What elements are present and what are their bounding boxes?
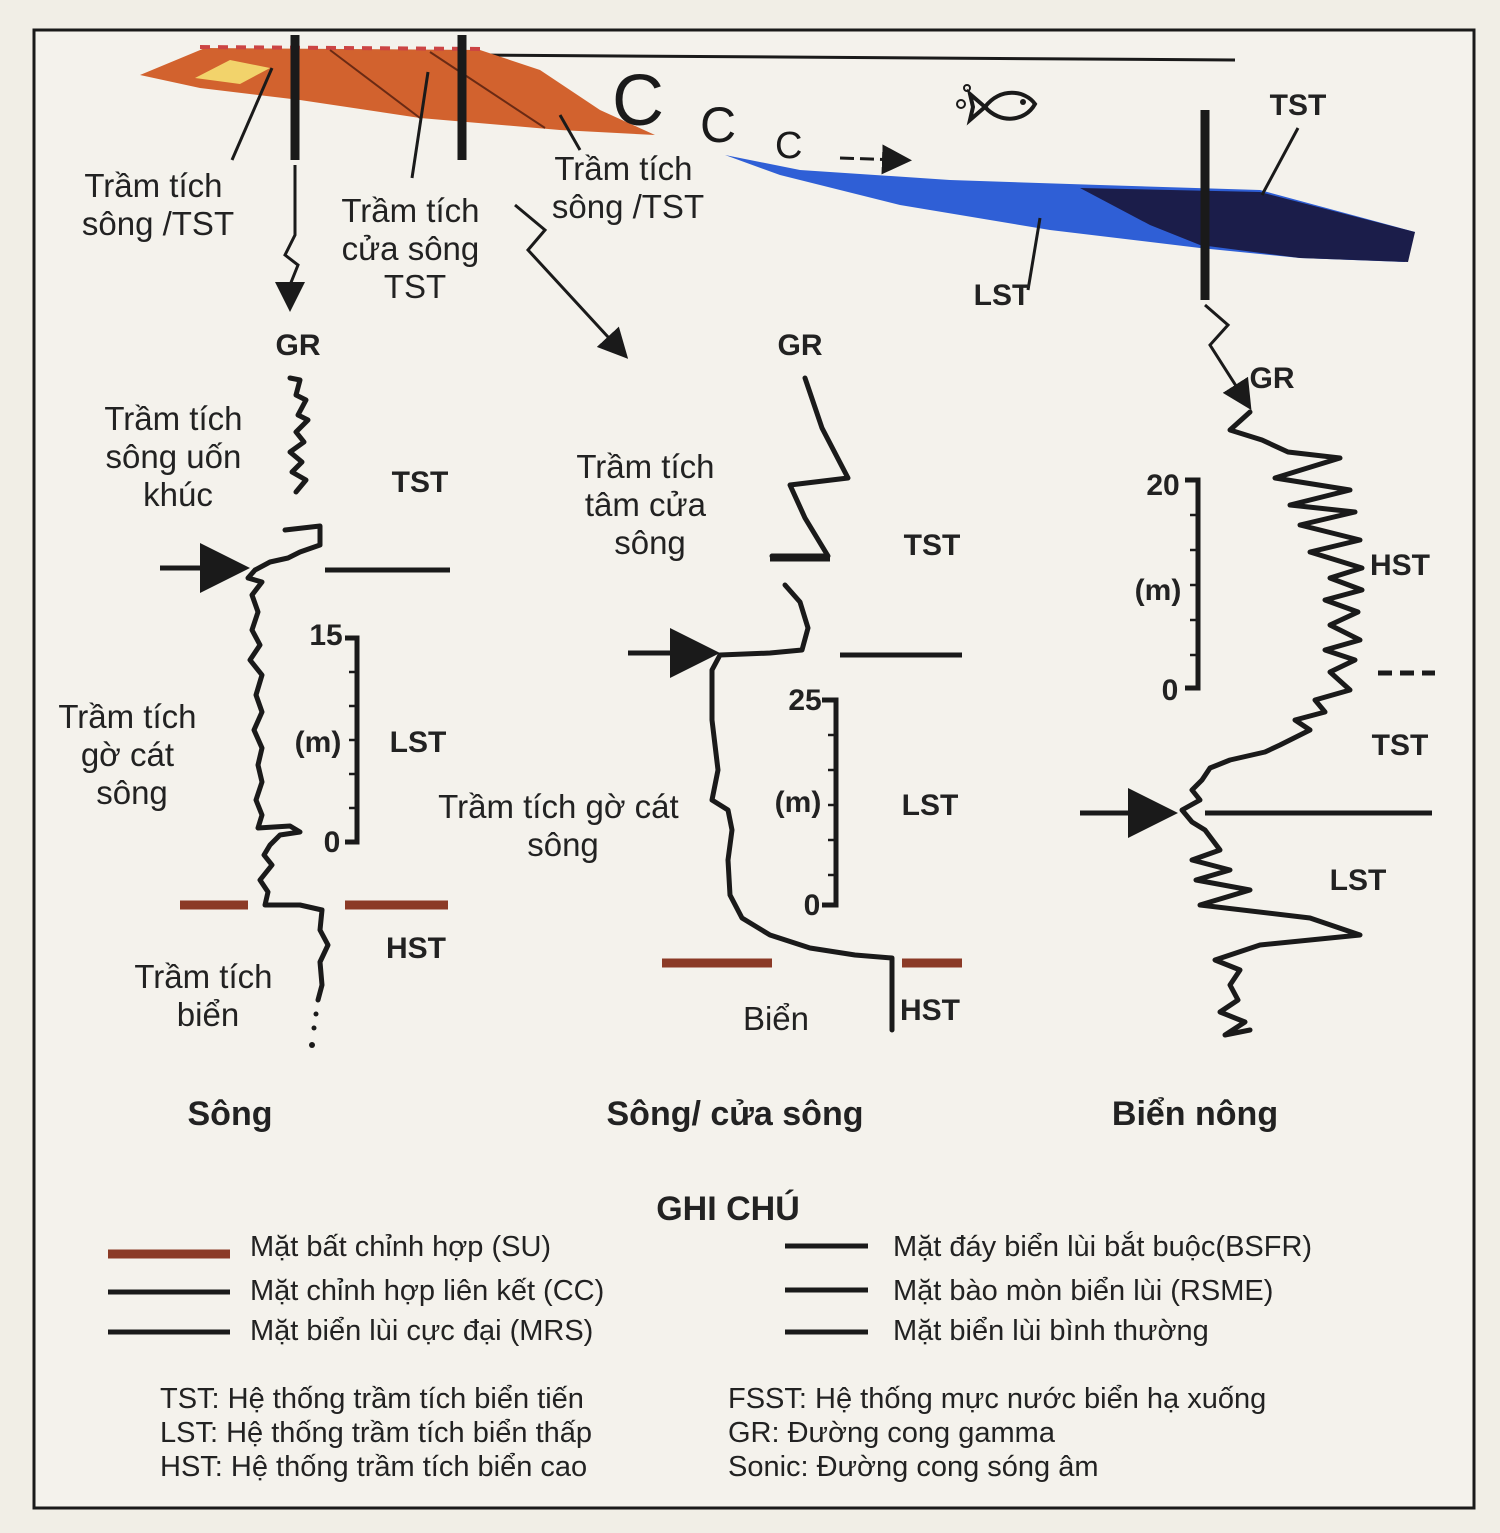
log-estuary: GR 25 (m) 0 TST LST HST Trầm tích tâm cử… xyxy=(438,329,962,1133)
legend-label-cc: Mặt chỉnh hợp liên kết (CC) xyxy=(250,1275,604,1307)
systems-tract-hst: HST xyxy=(1370,549,1430,582)
facies-lower: Trầm tích biển xyxy=(134,958,281,1033)
scale-unit: (m) xyxy=(1135,574,1182,607)
cross-section: C C C Trầm tích sông /TST Trầm tích cửa … xyxy=(82,35,1415,411)
scale-unit: (m) xyxy=(295,726,342,759)
systems-tract-tst: TST xyxy=(904,529,961,562)
label-estuary-tst: Trầm tích cửa sông TST xyxy=(341,192,488,305)
legend-label-normal: Mặt biển lùi bình thường xyxy=(893,1315,1209,1347)
gr-label: GR xyxy=(1250,362,1295,395)
wave-symbol-icon: C xyxy=(775,125,802,167)
fish-icon xyxy=(956,84,1038,126)
diagram-frame xyxy=(32,28,1476,1510)
river-internal-line xyxy=(329,49,421,119)
sea-level-line xyxy=(469,53,1236,62)
depth-scale xyxy=(822,697,839,908)
gr-curve xyxy=(709,375,895,1033)
scale-bottom: 0 xyxy=(804,889,821,922)
systems-tract-lst: LST xyxy=(1330,864,1387,897)
log-shallow-marine: GR 20 (m) 0 HST TST LST Biển nông xyxy=(1080,362,1435,1133)
log-river: GR 15 (m) 0 TST LST HST Trầm tích sông u… xyxy=(58,329,450,1133)
facies-middle: Trầm tích gờ cát sông xyxy=(438,788,688,863)
gr-label: GR xyxy=(276,329,321,362)
current-arrow xyxy=(839,144,912,175)
gr-curve xyxy=(245,375,331,1003)
legend: GHI CHÚ Mặt bất chỉnh hợp (SU) Mặt chỉnh… xyxy=(108,1190,1312,1483)
river-internal-line xyxy=(429,51,546,129)
systems-tract-tst: TST xyxy=(1372,729,1429,762)
facies-upper: Trầm tích tâm cửa sông xyxy=(576,448,723,561)
abbreviations-left: TST: Hệ thống trầm tích biển tiến LST: H… xyxy=(160,1383,600,1483)
systems-tract-tst: TST xyxy=(392,466,449,499)
label-top-lst: LST xyxy=(974,279,1031,312)
gr-label: GR xyxy=(778,329,823,362)
log-caption: Sông/ cửa sông xyxy=(607,1095,864,1133)
leader-line xyxy=(410,71,430,179)
river-deposit-wedge xyxy=(140,48,655,135)
wave-symbol-icon: C xyxy=(612,61,664,141)
scale-top: 20 xyxy=(1146,469,1179,502)
systems-tract-lst: LST xyxy=(902,789,959,822)
marine-dark-deposit xyxy=(1080,188,1415,262)
scale-top: 25 xyxy=(788,684,821,717)
wave-symbol-icon: C xyxy=(700,97,736,153)
zigzag-leader xyxy=(514,203,629,359)
facies-lower: Biển xyxy=(743,1000,809,1037)
label-river-tst-left: Trầm tích sông /TST xyxy=(82,167,234,242)
facies-middle: Trầm tích gờ cát sông xyxy=(58,698,205,811)
label-river-tst-right: Trầm tích sông /TST xyxy=(552,150,704,225)
zigzag-leader xyxy=(275,165,305,312)
legend-label-rsme: Mặt bào mòn biển lùi (RSME) xyxy=(893,1275,1273,1307)
leader-line xyxy=(1260,127,1300,196)
sand-lens xyxy=(195,60,270,84)
leader-line xyxy=(230,67,274,161)
leader-line xyxy=(1026,217,1042,291)
abbreviations-right: FSST: Hệ thống mực nước biển hạ xuống GR… xyxy=(728,1383,1274,1483)
scale-unit: (m) xyxy=(775,786,822,819)
log-caption: Sông xyxy=(188,1095,273,1133)
scale-bottom: 0 xyxy=(1162,674,1179,707)
label-top-tst: TST xyxy=(1270,89,1327,122)
legend-label-bsfr: Mặt đáy biển lùi bắt buộc(BSFR) xyxy=(893,1230,1312,1263)
legend-label-mrs: Mặt biển lùi cực đại (MRS) xyxy=(250,1315,593,1347)
log-caption: Biển nông xyxy=(1112,1095,1278,1133)
scale-bottom: 0 xyxy=(324,826,341,859)
scale-top: 15 xyxy=(309,619,342,652)
systems-tract-lst: LST xyxy=(390,726,447,759)
facies-upper: Trầm tích sông uốn khúc xyxy=(104,400,251,513)
systems-tract-hst: HST xyxy=(386,932,446,965)
leader-line xyxy=(558,114,582,151)
legend-title: GHI CHÚ xyxy=(656,1190,800,1228)
systems-tract-hst: HST xyxy=(900,994,960,1027)
zigzag-leader xyxy=(1204,303,1252,411)
gr-curve xyxy=(1179,409,1365,1038)
legend-label-su: Mặt bất chỉnh hợp (SU) xyxy=(250,1231,551,1263)
